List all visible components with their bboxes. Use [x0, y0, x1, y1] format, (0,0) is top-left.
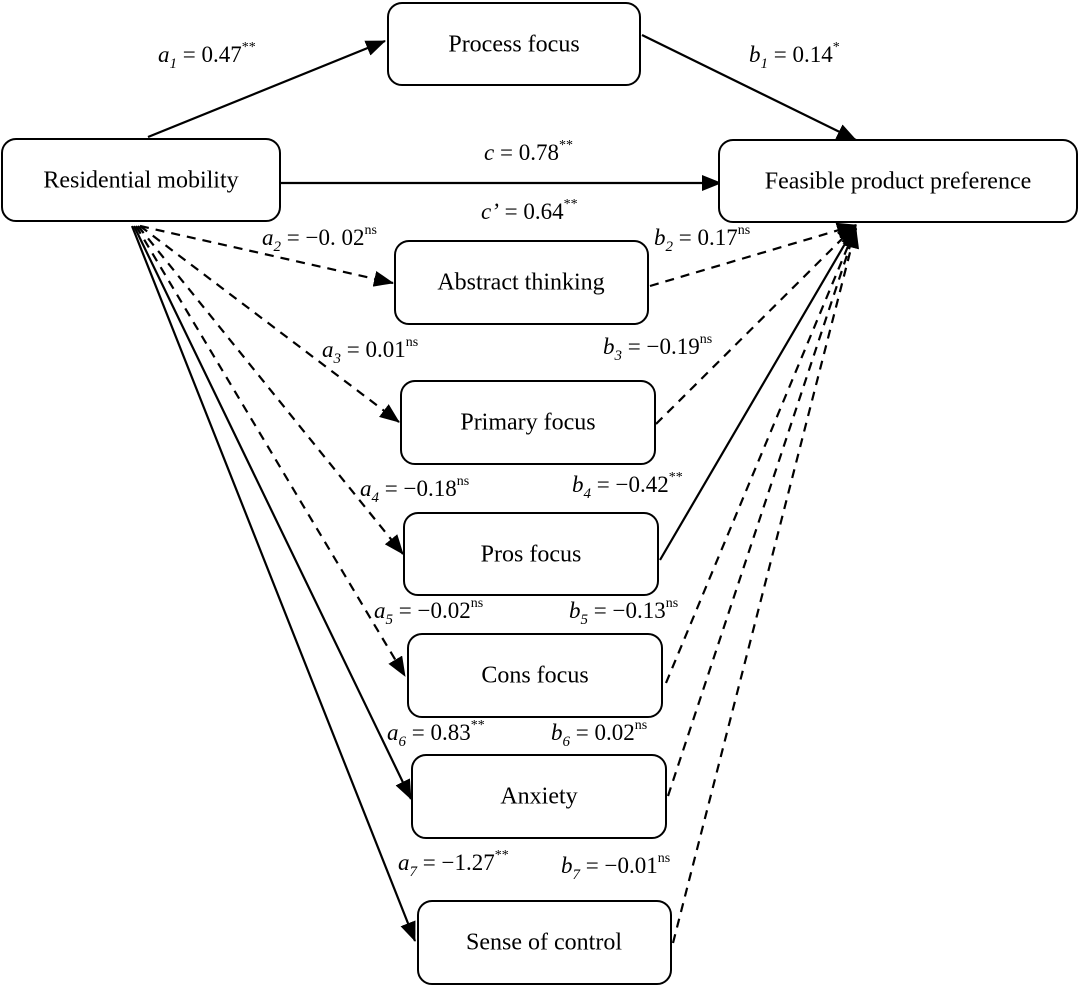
coef-a3: a3 = 0.01ns [322, 335, 418, 367]
node-anxiety-label: Anxiety [500, 784, 577, 810]
node-residential-mobility-label: Residential mobility [43, 168, 238, 194]
node-pros-focus-label: Pros focus [481, 542, 582, 568]
coef-b6: b6 = 0.02ns [551, 718, 647, 750]
arrow-b4 [659, 224, 857, 561]
node-process-focus: Process focus [387, 2, 641, 86]
node-anxiety: Anxiety [411, 754, 667, 839]
arrow-a2 [139, 224, 394, 287]
arrow-b7 [671, 228, 860, 944]
path-arrows [130, 34, 860, 944]
node-cons-focus-label: Cons focus [481, 663, 588, 689]
coef-a4: a4 = −0.18ns [360, 474, 469, 506]
coefficient-labels: a1 = 0.47** b1 = 0.14* c = 0.78** c’ = 0… [158, 40, 840, 883]
node-pros-focus: Pros focus [403, 512, 659, 596]
coef-a2: a2 = −0. 02ns [262, 223, 377, 255]
coef-b1: b1 = 0.14* [749, 40, 840, 72]
coef-a5: a5 = −0.02ns [374, 596, 483, 628]
node-sense-of-control: Sense of control [417, 900, 672, 985]
arrow-b6 [666, 227, 858, 797]
coef-b2: b2 = 0.17ns [654, 223, 750, 255]
node-process-focus-label: Process focus [448, 32, 579, 58]
coef-a6: a6 = 0.83** [387, 718, 485, 750]
coef-a1: a1 = 0.47** [158, 40, 256, 72]
node-feasible-product-preference-label: Feasible product preference [765, 169, 1032, 195]
arrow-a1 [147, 39, 386, 139]
coef-c: c = 0.78** [484, 138, 573, 165]
coef-b5: b5 = −0.13ns [569, 596, 678, 628]
arrow-a3 [139, 225, 400, 423]
arrow-a4 [137, 225, 404, 555]
node-primary-focus: Primary focus [400, 380, 656, 465]
coef-b3: b3 = −0.19ns [603, 332, 712, 364]
node-primary-focus-label: Primary focus [460, 410, 595, 436]
arrow-a7 [130, 225, 417, 942]
arrow-a5 [135, 225, 406, 677]
arrow-b2 [649, 222, 857, 288]
node-feasible-product-preference: Feasible product preference [718, 139, 1078, 223]
coef-c-prime: c’ = 0.64** [481, 197, 578, 224]
node-cons-focus: Cons focus [407, 633, 663, 718]
arrow-b1 [641, 34, 857, 141]
coef-b4: b4 = −0.42** [572, 470, 683, 502]
coef-a7: a7 = −1.27** [398, 848, 509, 880]
arrow-b5 [664, 226, 858, 684]
node-abstract-thinking: Abstract thinking [394, 240, 649, 325]
node-residential-mobility: Residential mobility [1, 138, 281, 222]
coef-b7: b7 = −0.01ns [561, 851, 670, 883]
node-abstract-thinking-label: Abstract thinking [437, 270, 604, 296]
node-sense-of-control-label: Sense of control [466, 930, 622, 956]
arrow-a6 [133, 225, 412, 800]
